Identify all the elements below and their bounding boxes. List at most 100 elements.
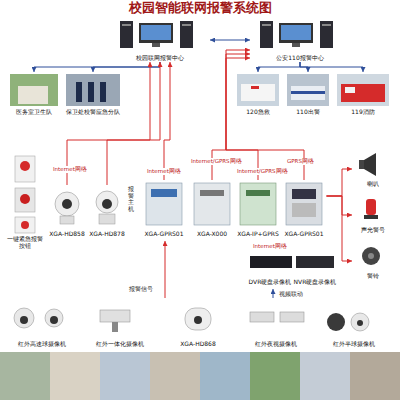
network-label: Internet网络 — [146, 168, 182, 175]
alarm-host-icon — [240, 183, 276, 225]
device-box: NVR硬盘录像机 — [291, 252, 340, 286]
connector — [107, 62, 160, 185]
server-icon — [262, 24, 271, 26]
note-label: 报警主机 — [128, 186, 134, 212]
sounder-icon — [362, 247, 380, 265]
server-icon — [139, 23, 173, 43]
camera-icon — [60, 216, 74, 224]
server-icon — [122, 24, 131, 26]
node-label: XGA-X000 — [196, 230, 228, 237]
server-icon — [152, 43, 160, 47]
device-box: 公安110报警中心 — [250, 18, 350, 62]
alarm-button-icon — [20, 161, 30, 171]
sounder-icon — [364, 153, 376, 176]
node-label: 红外高速球摄像机 — [17, 340, 67, 347]
photo-strip — [300, 352, 350, 400]
device-box: DVR硬盘录像机 — [246, 252, 295, 286]
photo — [76, 82, 82, 102]
alarm-host-icon — [200, 190, 224, 196]
device-box: XGA-HD858 — [46, 185, 88, 238]
server-icon — [320, 21, 333, 48]
alarm-host-icon — [292, 189, 316, 199]
device-box: 红外一体化摄像机 — [83, 300, 157, 348]
recorder-icon — [250, 256, 292, 268]
alarm-host-icon — [146, 183, 322, 225]
note-label: 视频联动 — [278, 290, 304, 297]
node-label: 保卫处校警应急分队 — [65, 108, 121, 115]
photo — [251, 86, 259, 89]
alarm-button-icon — [15, 156, 35, 182]
photo — [291, 86, 325, 100]
connector — [164, 62, 170, 180]
device-box: XGA-GPRS01 — [282, 180, 327, 238]
node-label: 119消防 — [350, 108, 375, 115]
node-label: 120急救 — [245, 108, 270, 115]
node-label: 110出警 — [295, 108, 320, 115]
photo — [345, 87, 355, 93]
camera-icon — [112, 322, 118, 332]
server-icon — [279, 23, 313, 43]
node-label: 喇叭 — [366, 180, 380, 187]
server-icon — [292, 43, 300, 47]
node-label: 校园联网报警中心 — [135, 54, 185, 61]
alarm-host-icon — [292, 203, 316, 217]
node-label: 红外夜视摄像机 — [254, 340, 298, 347]
device-box: 110出警 — [285, 72, 331, 116]
signal-arrow — [273, 289, 274, 298]
device-box: XGA-GPRS01 — [142, 180, 187, 238]
server-icon — [322, 24, 331, 26]
alarm-button-icon — [15, 188, 35, 212]
server-icon — [120, 21, 133, 48]
network-label: Internet网络 — [252, 243, 288, 250]
camera-icon — [62, 199, 72, 209]
camera-icon — [55, 192, 79, 216]
device-box: XGA-HD868 — [161, 300, 235, 348]
device-box: XGA-HD878 — [86, 185, 128, 238]
device-box: 一键紧急报警按钮 — [6, 150, 44, 250]
camera-icon — [14, 308, 369, 332]
sounder-icon — [359, 153, 380, 265]
sounder-icon — [359, 160, 364, 169]
alarm-host-icon — [146, 183, 182, 225]
photo-strip — [150, 352, 200, 400]
camera-icon — [102, 199, 112, 209]
photo — [10, 74, 58, 106]
node-label: 一键紧急报警按钮 — [6, 235, 44, 249]
alarm-host-icon — [151, 189, 177, 197]
sounder-icon — [366, 199, 376, 215]
photo-strip — [350, 352, 400, 400]
camera-icon — [327, 313, 345, 331]
photo — [287, 74, 329, 106]
diagram-title: 校园智能联网报警系统图 — [0, 0, 400, 16]
photo-strip — [250, 352, 300, 400]
camera-icon — [194, 316, 202, 324]
alarm-host-icon — [246, 190, 270, 196]
node-label: XGA-GPRS01 — [284, 230, 325, 237]
alarm-button-icon — [15, 156, 35, 233]
server-icon — [120, 21, 193, 48]
photo — [241, 84, 275, 101]
device-box: 120急救 — [235, 72, 281, 116]
alarm-host-icon — [194, 183, 230, 225]
sounder-icon — [364, 215, 378, 219]
photo-strip — [100, 352, 150, 400]
device-box: 医务室卫生队 — [8, 72, 60, 116]
device-box: 警铃 — [352, 242, 394, 280]
alarm-host-icon — [286, 183, 322, 225]
connector — [327, 196, 353, 261]
node-label: 声光警号 — [360, 226, 386, 233]
node-label: XGA-HD878 — [88, 230, 125, 237]
server-icon — [281, 25, 311, 40]
alarm-button-icon — [15, 217, 35, 233]
connector — [327, 196, 353, 215]
camera-icon — [20, 316, 28, 324]
camera-icon — [99, 214, 115, 224]
recorder-icon — [296, 256, 334, 268]
photo — [10, 74, 389, 106]
node-label: XGA-GPRS01 — [144, 230, 185, 237]
node-label: NVR硬盘录像机 — [293, 278, 338, 285]
server-icon — [182, 24, 191, 26]
device-box: 红外半球摄像机 — [317, 300, 391, 348]
device-box: 红外高速球摄像机 — [5, 300, 79, 348]
